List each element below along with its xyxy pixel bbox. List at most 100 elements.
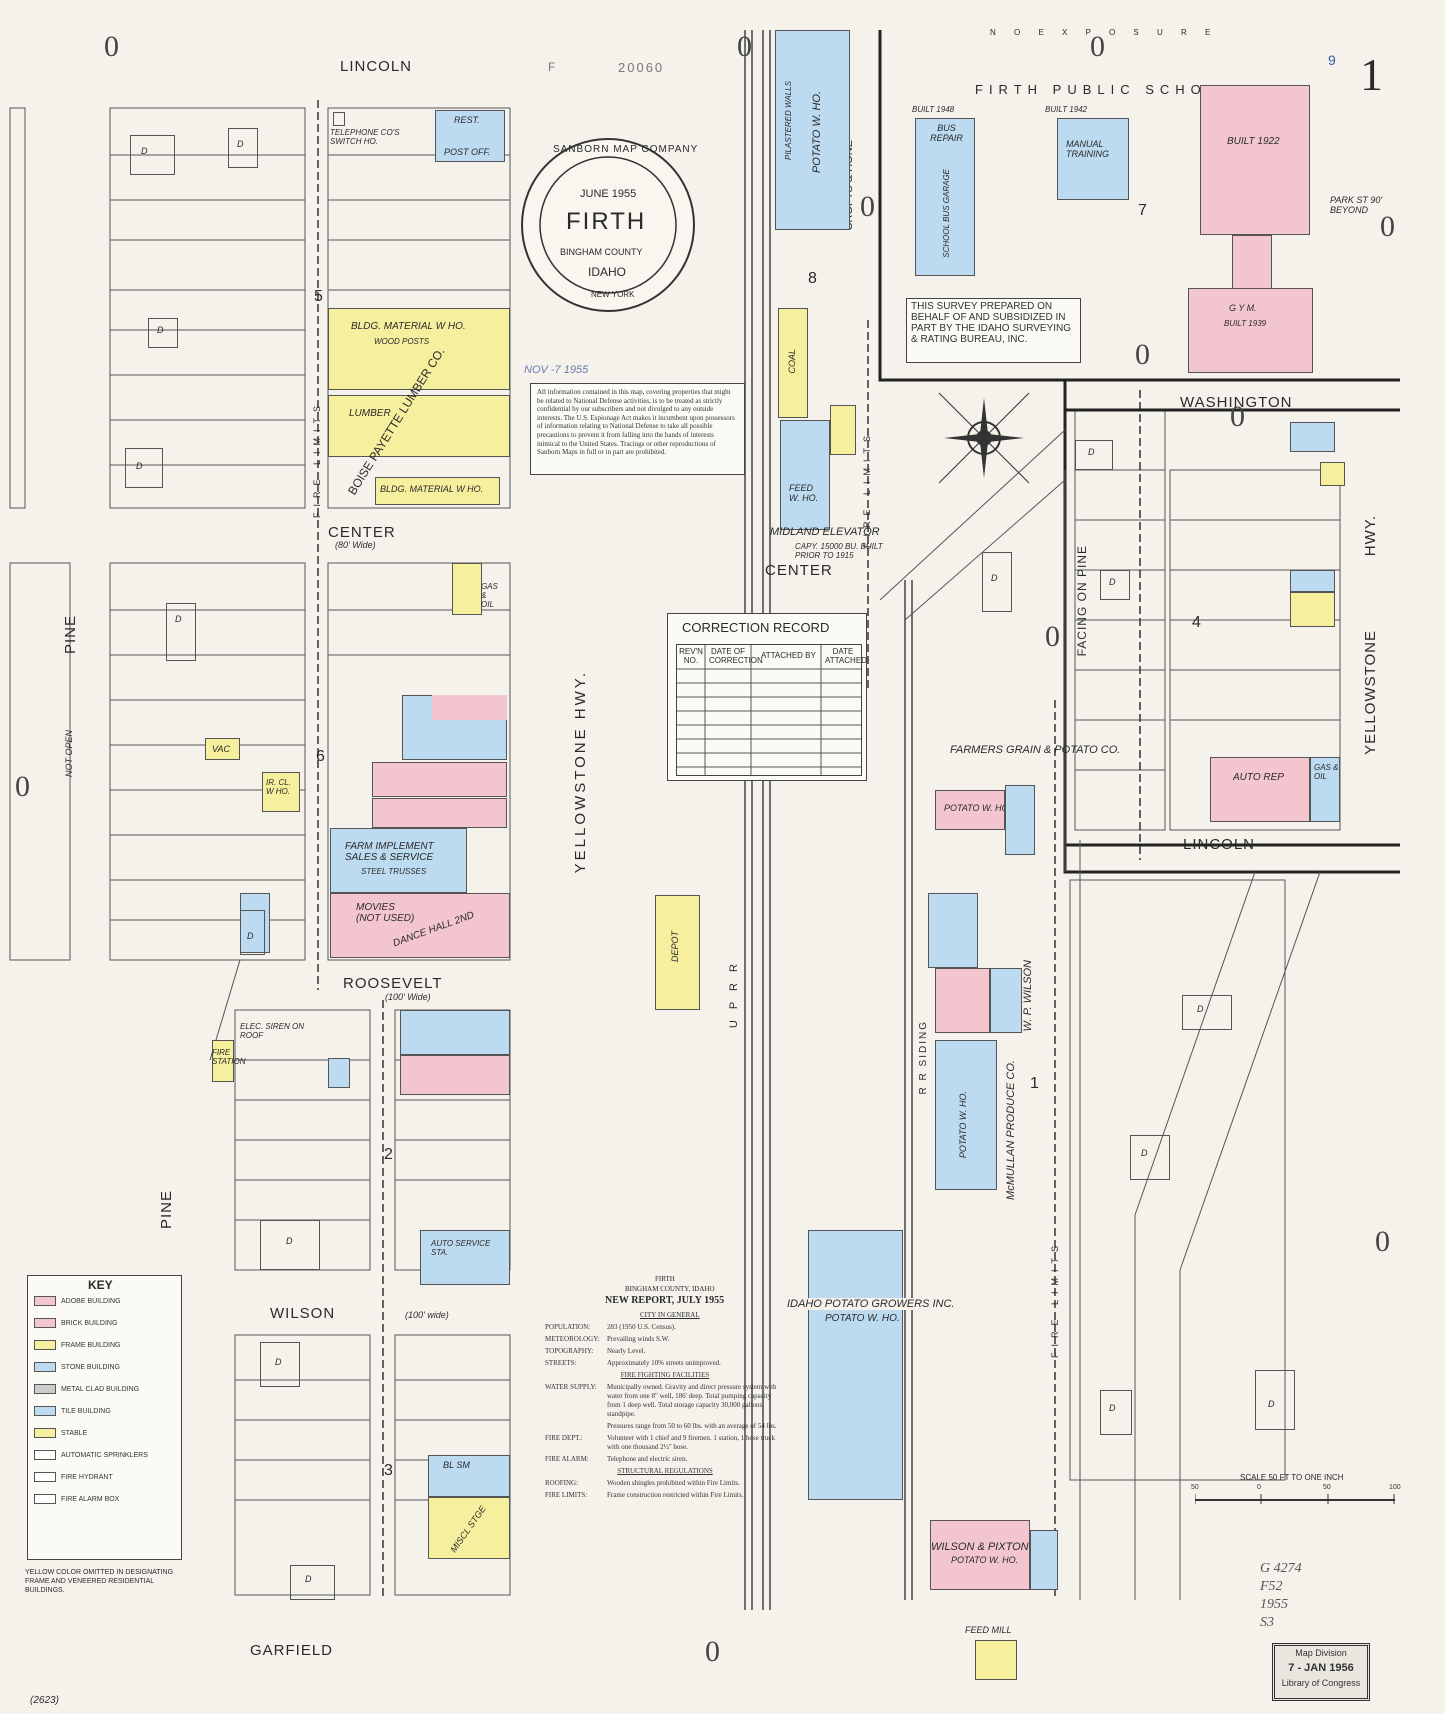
street-hwy-right: HWY. <box>1362 515 1379 557</box>
report-section: FIRE FIGHTING FACILITIES <box>620 1371 710 1379</box>
built-1948-label: BUILT 1948 <box>912 105 955 114</box>
dwelling: D <box>1100 570 1130 600</box>
dwelling: D <box>1100 1390 1132 1435</box>
dwelling-label: D <box>175 614 182 624</box>
telephone-building <box>333 112 345 126</box>
report-key: ROOFING: <box>545 1479 579 1487</box>
building-farmers-potato: POTATO W. HO. <box>935 790 1011 830</box>
building-bldg-material: BLDG. MATERIAL W HO. WOOD POSTS <box>328 308 510 390</box>
building-label: POTATO W. HO. <box>811 91 823 174</box>
report-value: Telephone and electric siren. <box>607 1455 688 1463</box>
report-value: Approximately 10% streets unimproved. <box>607 1359 721 1367</box>
handwritten-line: G 4274 <box>1260 1561 1302 1576</box>
dwelling: D <box>166 603 196 661</box>
block-number: 1 <box>1030 1075 1039 1092</box>
building-movies: MOVIES (NOT USED) DANCE HALL 2ND <box>330 893 510 958</box>
building-label: SCHOOL BUS GARAGE <box>942 169 951 258</box>
handwritten-line: 1955 <box>1260 1597 1288 1612</box>
dwelling: D <box>240 910 265 955</box>
corner-number: 9 <box>1328 52 1336 68</box>
report-row: FIRE ALARM:Telephone and electric siren. <box>545 1455 785 1464</box>
report-row: FIRE DEPT.: Volunteer with 1 chief and 9 … <box>545 1434 785 1452</box>
key-item: AUTOMATIC SPRINKLERS <box>34 1450 179 1460</box>
dwelling-label: D <box>157 325 164 335</box>
key-swatch <box>34 1318 56 1328</box>
fire-limits-label: FIRE LIMITS <box>1050 1240 1060 1359</box>
correction-col: DATE OF CORRECTION <box>709 647 763 665</box>
building-gym: G Y M. BUILT 1939 <box>1188 288 1313 373</box>
building-idaho-potato <box>808 1230 903 1500</box>
sheet-number: 1 <box>1360 49 1383 100</box>
dwelling: D <box>982 552 1012 612</box>
uprr-label: U P R R <box>728 960 740 1029</box>
building-potato-who-top: POTATO W. HO. PILASTERED WALLS <box>775 30 850 230</box>
building-ir-cl: IR. CL. W HO. <box>262 772 300 812</box>
report-value: 283 (1950 U.S. Census). <box>607 1323 676 1331</box>
key-swatch <box>34 1472 56 1482</box>
building-auto-rep: AUTO REP <box>1210 757 1310 822</box>
building-lumber: LUMBER <box>328 395 510 457</box>
report-value: Volunteer with 1 chief and 9 firemen. 1 … <box>607 1434 776 1451</box>
report-key: FIRE DEPT.: <box>545 1434 583 1442</box>
street-wilson-width: (100' wide) <box>405 1310 449 1320</box>
report-value: Wooden shingles prohibited within Fire L… <box>607 1479 740 1487</box>
building-depot: DEPOT <box>655 895 700 1010</box>
key-label: ADOBE BUILDING <box>61 1297 121 1305</box>
dwelling-label: D <box>1197 1004 1204 1014</box>
building-conc-right-2 <box>1290 570 1335 592</box>
dwelling: D <box>1075 440 1113 470</box>
building-label: FEED W. HO. <box>789 483 819 503</box>
building-brick <box>372 762 507 797</box>
key-item: ADOBE BUILDING <box>34 1296 179 1306</box>
building-feed-who: FEED W. HO. <box>780 420 830 530</box>
built-1942-label: BUILT 1942 <box>1045 105 1088 114</box>
farmers-grain-label: FARMERS GRAIN & POTATO CO. <box>950 744 1121 756</box>
key-note: YELLOW COLOR OMITTED IN DESIGNATING FRAM… <box>25 1569 174 1594</box>
feed-mill-label: FEED MILL <box>965 1625 1012 1635</box>
report-key: STREETS: <box>545 1359 577 1367</box>
dwelling-label: D <box>275 1357 282 1367</box>
building-school-link <box>1232 235 1272 290</box>
building-manual-training: MANUAL TRAINING <box>1057 118 1129 200</box>
report-rows: POPULATION:283 (1950 U.S. Census).METEOR… <box>545 1323 785 1503</box>
block-number: 5 <box>314 288 323 305</box>
report-row: STREETS: Approximately 10% streets unimpr… <box>545 1359 785 1368</box>
key-swatch <box>34 1296 56 1306</box>
block-number: 4 <box>1192 614 1201 631</box>
block-number: 6 <box>316 748 325 765</box>
building-school-main: BUILT 1922 <box>1200 85 1310 235</box>
dwelling-label: D <box>1268 1399 1275 1409</box>
building-elevator-head <box>830 405 856 455</box>
building-wp-side <box>1030 1530 1058 1590</box>
street-pine-upper: PINE <box>62 615 79 655</box>
building-label: POTATO W. HO. <box>951 1555 1019 1565</box>
building-label: WILSON & PIXTON <box>931 1541 1029 1553</box>
zero-mark: 0 <box>1375 1225 1390 1258</box>
survey-note: THIS SURVEY PREPARED ON BEHALF OF AND SU… <box>906 298 1081 363</box>
scale-tick: 50 <box>1191 1484 1199 1491</box>
building-label: LUMBER <box>349 408 391 419</box>
fire-station-label: FIRE STATION <box>212 1048 246 1066</box>
building-wilson-pixton: WILSON & PIXTON POTATO W. HO. <box>930 1520 1030 1590</box>
building-label: POTATO W. HO. <box>944 803 1012 813</box>
dwelling-label: D <box>1141 1148 1148 1158</box>
stamp-line: Library of Congress <box>1281 1678 1361 1688</box>
street-center-right: CENTER <box>765 562 833 579</box>
building-label: POTATO W. HO. <box>958 1091 968 1159</box>
correction-col: ATTACHED BY <box>761 651 816 660</box>
key-item: FIRE HYDRANT <box>34 1472 179 1482</box>
street-washington: WASHINGTON <box>1180 394 1293 411</box>
building-label: REST. <box>454 115 480 125</box>
key-item: STONE BUILDING <box>34 1362 179 1372</box>
building-label: BLDG. MATERIAL W HO. <box>380 484 484 494</box>
report-county: BINGHAM COUNTY, IDAHO <box>625 1285 715 1293</box>
scale-tick: 100 <box>1389 1484 1401 1491</box>
dwelling: D <box>1130 1135 1170 1180</box>
building-small-conc <box>328 1058 350 1088</box>
new-report: FIRTH BINGHAM COUNTY, IDAHO NEW REPORT, … <box>545 1275 785 1535</box>
correction-col: DATE ATTACHED <box>825 647 867 665</box>
zero-mark: 0 <box>705 1635 720 1668</box>
key-item: STABLE <box>34 1428 179 1438</box>
